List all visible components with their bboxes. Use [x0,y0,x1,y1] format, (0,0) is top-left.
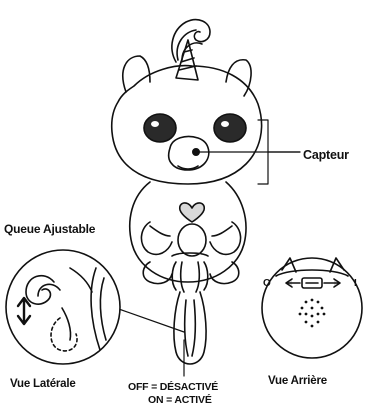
right-leg [210,262,239,284]
belly [178,224,206,256]
left-eye [144,114,176,142]
switch-off-mark: O [263,278,271,289]
sensor-label: Capteur [303,148,349,162]
rear-view-inset [262,258,362,358]
right-eye [214,114,246,142]
callout-lines [96,120,300,376]
heart [180,203,205,222]
left-arm [141,222,172,254]
hands [172,262,208,292]
right-arm [210,222,241,254]
off-legend: OFF = DÉSACTIVÉ [128,381,218,394]
side-view-inset [6,250,120,364]
body [130,182,246,282]
switch-on-mark: I [354,278,357,289]
unicorn-figure [112,20,262,364]
tail [174,292,206,364]
snout [169,136,209,170]
side-view-label: Vue Latérale [10,378,76,390]
left-leg [143,262,172,284]
on-legend: ON = ACTIVÉ [148,394,212,406]
adjustable-tail-label: Queue Ajustable [4,222,95,236]
rear-view-label: Vue Arrière [268,375,327,387]
left-ear [123,56,150,92]
right-ear [226,60,251,96]
